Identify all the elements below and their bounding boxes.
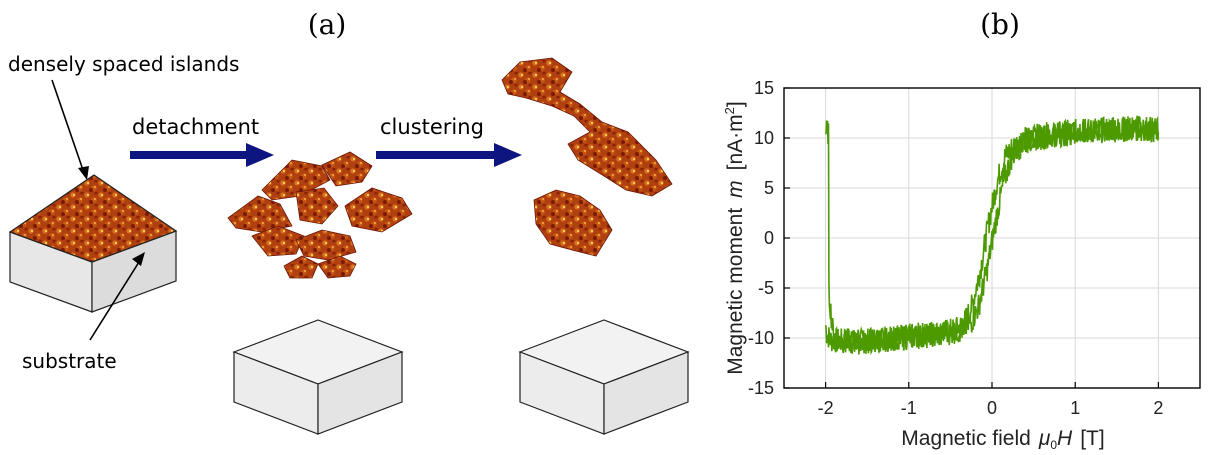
callout-substrate-arrow-line: [89, 261, 140, 341]
callout-islands: densely spaced islands: [8, 52, 239, 76]
arrow2-label: clustering: [380, 115, 484, 139]
x-axis-symbol-h: H: [1057, 427, 1073, 450]
y-tick-label: 0: [764, 228, 774, 248]
x-axis-label: Magnetic field μ0H [T]: [901, 427, 1104, 452]
x-tick-label: 1: [1070, 398, 1080, 418]
callout-islands-arrowhead: [78, 166, 89, 180]
y-tick-label: -15: [748, 378, 774, 398]
x-axis-label-text: Magnetic field: [901, 427, 1031, 450]
cluster-small: [533, 189, 613, 257]
y-tick-label: 5: [764, 178, 774, 198]
arrow1-label: detachment: [132, 115, 259, 139]
y-ticks: -15 -10 -5 0 5 10 15: [748, 78, 790, 398]
arrow2-shaft: [376, 151, 496, 159]
y-tick-label: 10: [754, 128, 774, 148]
substrate-block-right: [518, 319, 690, 435]
callout-islands-arrow-line: [51, 79, 84, 171]
y-axis-unit-pre: [nA·m: [724, 114, 747, 170]
block-right-right: [603, 351, 689, 435]
y-axis-unit-post: ]: [724, 101, 747, 107]
x-tick-label: -2: [818, 398, 834, 418]
y-tick-label: 15: [754, 78, 774, 98]
x-tick-label: 0: [987, 398, 997, 418]
cluster-large: [501, 57, 673, 197]
fragment-8: [283, 255, 319, 279]
y-axis-label: Magnetic moment m [nA·m2]: [722, 101, 747, 375]
series-layer: [824, 115, 1160, 356]
y-axis-symbol: m: [724, 180, 747, 198]
panel-a: (a) densely spaced islands substrate det…: [8, 8, 690, 435]
fragment-3: [227, 195, 293, 233]
y-tick-label: -5: [758, 278, 774, 298]
callout-substrate-arrowhead: [132, 252, 145, 266]
clusters: [501, 57, 673, 257]
detached-fragments: [227, 151, 413, 279]
series-trace: [824, 115, 1160, 356]
arrow2-head: [494, 143, 522, 167]
arrow1-head: [246, 143, 274, 167]
fragment-7: [295, 229, 357, 261]
panel-a-label: (a): [308, 8, 347, 41]
fragment-9: [317, 255, 357, 279]
arrow1-shaft: [130, 151, 248, 159]
substrate-block-with-islands: [8, 174, 178, 313]
x-ticks: -2 -1 0 1 2: [818, 382, 1163, 418]
x-axis-symbol-mu: μ: [1038, 427, 1051, 450]
island-surface: [8, 174, 178, 263]
x-tick-label: 2: [1153, 398, 1163, 418]
x-axis-unit: [T]: [1080, 427, 1105, 450]
y-axis-label-text: Magnetic moment: [724, 208, 747, 375]
x-tick-label: -1: [901, 398, 917, 418]
substrate-block-middle: [232, 319, 404, 435]
block-middle-right: [317, 351, 403, 435]
fragment-5: [344, 187, 413, 233]
fragment-2: [321, 151, 373, 187]
x-axis-symbol-sub: 0: [1050, 438, 1057, 452]
fragment-1: [261, 159, 331, 201]
callout-substrate: substrate: [22, 349, 117, 373]
fragment-4: [295, 187, 339, 225]
y-axis-unit-sup: 2: [722, 107, 737, 114]
panel-b-label: (b): [980, 8, 1020, 41]
y-tick-label: -10: [748, 328, 774, 348]
